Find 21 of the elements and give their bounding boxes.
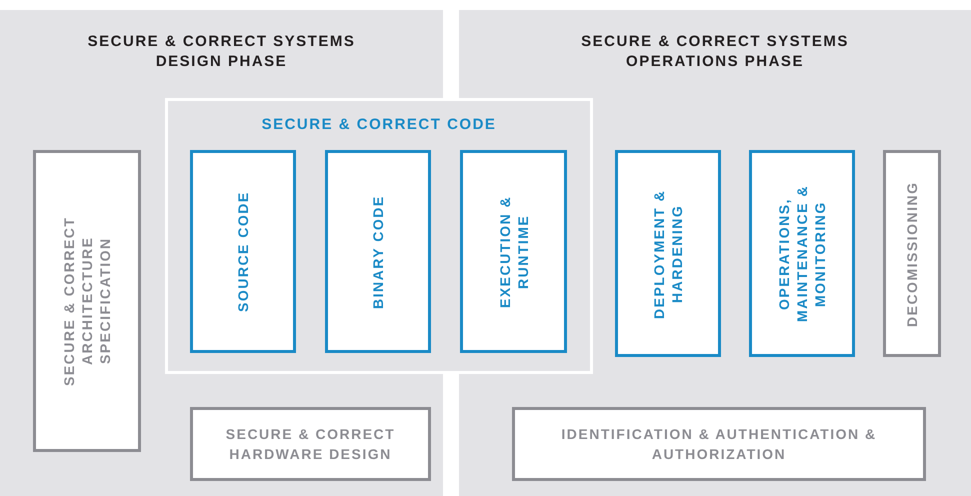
stage-box <box>325 150 431 353</box>
stage-box <box>190 407 431 481</box>
stage-label: DEPLOYMENT & HARDENING <box>650 188 686 320</box>
stage-box <box>190 150 296 353</box>
stage-box <box>883 150 941 357</box>
stage-label: OPERATIONS, MAINTENANCE & MONITORING <box>775 184 829 324</box>
stage-label: SECURE & CORRECT HARDWARE DESIGN <box>224 425 396 464</box>
stage-box <box>615 150 721 357</box>
stage-label: BINARY CODE <box>369 194 387 310</box>
stage-box <box>512 407 926 481</box>
stage-label: SOURCE CODE <box>234 190 252 314</box>
stage-label: IDENTIFICATION & AUTHENTICATION & AUTHORIZATION <box>560 425 878 464</box>
stage-box <box>749 150 855 357</box>
stage-label: SECURE & CORRECT ARCHITECTURE SPECIFICATION <box>60 215 114 388</box>
stage-label: EXECUTION & RUNTIME <box>496 194 532 310</box>
panel-heading: SECURE & CORRECT SYSTEMS OPERATIONS PHASE <box>580 32 850 72</box>
stage-label: DECOMISSIONING <box>903 180 921 328</box>
stage-box <box>460 150 567 353</box>
stage-box <box>33 150 141 452</box>
group-heading: SECURE & CORRECT CODE <box>260 116 498 134</box>
panel-heading: SECURE & CORRECT SYSTEMS DESIGN PHASE <box>86 32 356 72</box>
